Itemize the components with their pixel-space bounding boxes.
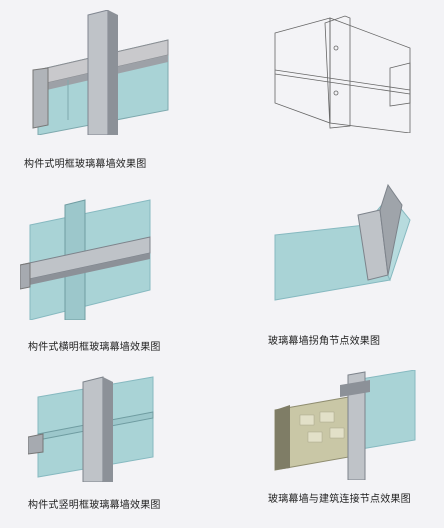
figure-line-drawing-node — [270, 8, 420, 133]
caption-vertical-frame-wall: 构件式竖明框玻璃幕墙效果图 — [28, 500, 161, 511]
figure-corner-node — [270, 180, 420, 305]
building-connection-node-image — [274, 370, 416, 480]
caption-horizontal-frame-wall: 构件式横明框玻璃幕墙效果图 — [28, 342, 161, 353]
exposed-frame-wall-image — [32, 10, 169, 135]
caption-corner-node: 玻璃幕墙拐角节点效果图 — [268, 336, 381, 347]
caption-exposed-frame-wall: 构件式明框玻璃幕墙效果图 — [24, 159, 147, 170]
vertical-frame-wall-image — [28, 376, 154, 482]
caption-building-connection-node: 玻璃幕墙与建筑连接节点效果图 — [268, 494, 411, 505]
figure-building-connection-node — [270, 370, 420, 480]
figure-horizontal-frame-wall — [20, 195, 160, 320]
line-drawing-image — [274, 15, 411, 133]
figure-vertical-frame-wall — [28, 372, 158, 482]
corner-node-image — [274, 183, 411, 301]
horizontal-frame-wall-image — [20, 199, 151, 320]
figure-exposed-frame-wall — [28, 10, 178, 135]
